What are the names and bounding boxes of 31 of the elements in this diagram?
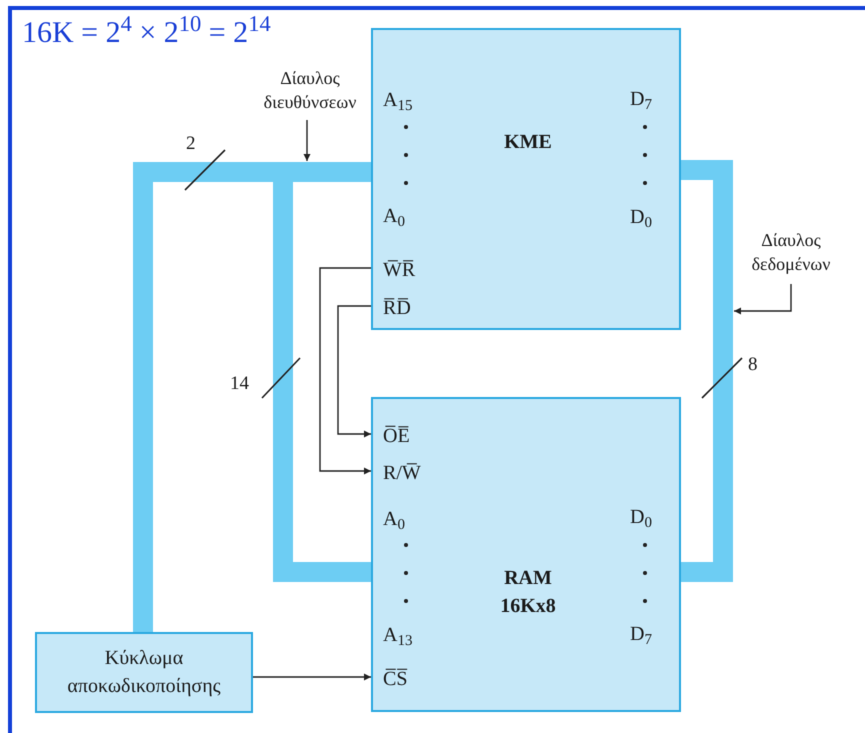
signal-arrow — [319, 267, 371, 474]
decoder-box — [35, 632, 253, 713]
pin-label: A$_{0}$ — [383, 505, 433, 533]
box-label: Κύκλωμα αποκωδικοποίησης — [66, 646, 222, 699]
pin-label: O̅E̅ — [383, 422, 433, 450]
leader-arrow — [734, 284, 792, 314]
formula-title: 16K = 2$^{4}$ × 2$^{10}$ = 2$^{14}$ — [22, 14, 271, 51]
bus-label: Δίαυλος δεδομένων — [735, 228, 847, 280]
pin-label: R̅D̅ — [383, 294, 433, 322]
pin-label: D$_{7}$ — [630, 620, 675, 648]
pin-label: A$_{13}$ — [383, 621, 433, 649]
chip-label: RAM 16Kx8 — [499, 566, 557, 619]
chip-box — [371, 397, 681, 712]
chip-label: KME — [503, 130, 553, 155]
pin-label: C̅S̅ — [383, 665, 433, 693]
signal-arrow — [253, 674, 371, 680]
pin-label: W̅R̅ — [383, 256, 433, 284]
bus-label: Δίαυλος διευθύνσεων — [245, 66, 375, 116]
pin-label: D$_{0}$ — [630, 503, 675, 531]
leader-arrow — [304, 120, 310, 161]
pin-label: D$_{0}$ — [630, 203, 675, 231]
bus-line — [681, 160, 733, 582]
pin-label: D$_{7}$ — [630, 85, 675, 113]
chip-box — [371, 28, 681, 330]
pin-label: A$_{15}$ — [383, 86, 433, 114]
pin-label: R/W̅ — [383, 459, 433, 487]
bus-width-number: 14 — [230, 372, 249, 396]
bus-width-number: 8 — [748, 353, 758, 377]
bus-width-number: 2 — [186, 132, 196, 156]
signal-arrow — [337, 305, 371, 438]
pin-label: A$_{0}$ — [383, 202, 433, 230]
